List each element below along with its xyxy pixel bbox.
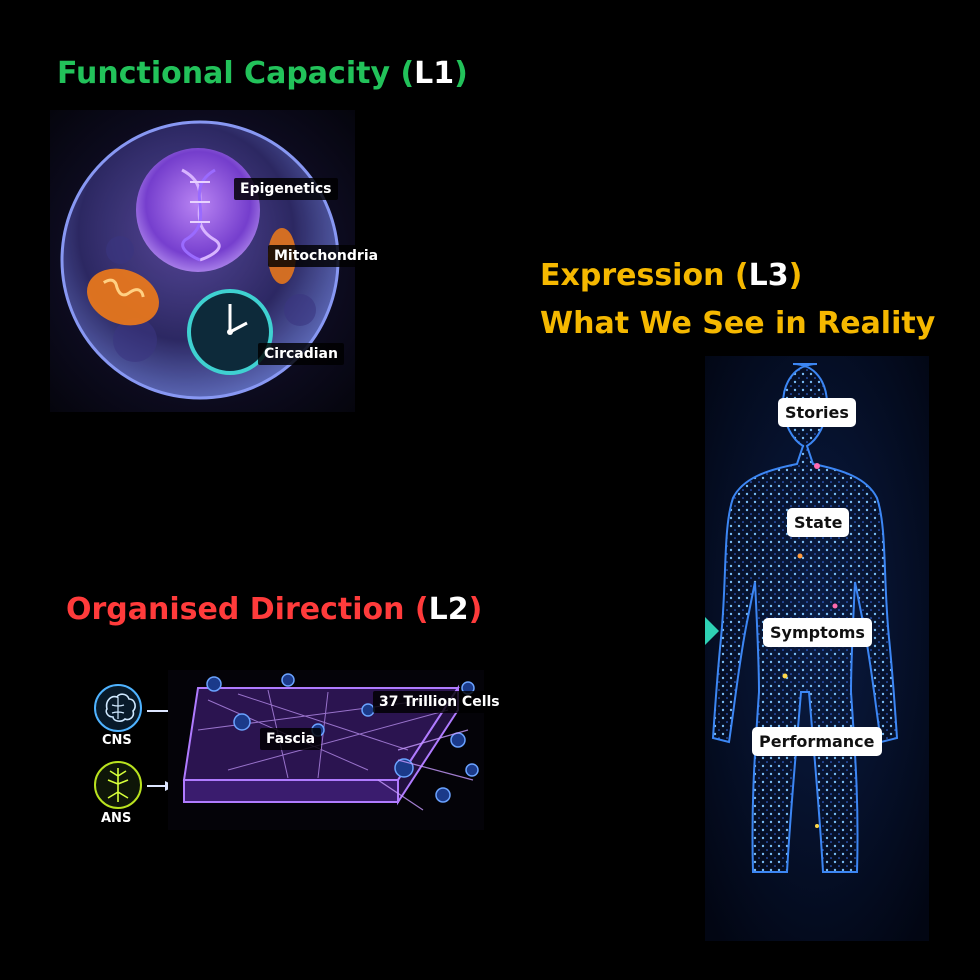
arrow-icon bbox=[705, 617, 719, 645]
label-fascia: Fascia bbox=[260, 728, 322, 750]
brain-icon bbox=[94, 684, 142, 732]
nerve-icon bbox=[94, 761, 142, 809]
label-circadian: Circadian bbox=[258, 343, 344, 365]
clock-icon bbox=[187, 289, 273, 375]
label-state: State bbox=[787, 508, 850, 537]
l2-close: ) bbox=[468, 592, 483, 627]
l2-heading: Organised Direction (L2) bbox=[66, 592, 482, 627]
cells-cluster bbox=[206, 673, 479, 803]
l1-heading: Functional Capacity (L1) bbox=[57, 56, 468, 91]
label-performance: Performance bbox=[752, 727, 882, 756]
l3-subtitle: What We See in Reality bbox=[540, 306, 936, 341]
label-mitochondria: Mitochondria bbox=[268, 245, 385, 267]
l1-title: Functional Capacity ( bbox=[57, 56, 415, 91]
l3-level: L3 bbox=[748, 258, 789, 293]
l2-title: Organised Direction ( bbox=[66, 592, 429, 627]
l3-title: Expression ( bbox=[540, 258, 749, 293]
l3-close: ) bbox=[788, 258, 803, 293]
label-37-trillion-cells: 37 Trillion Cells bbox=[373, 691, 506, 713]
label-cns: CNS bbox=[102, 733, 132, 748]
l2-level: L2 bbox=[428, 592, 469, 627]
l3-heading: Expression (L3) bbox=[540, 258, 802, 293]
human-body-image bbox=[705, 356, 929, 941]
l1-level: L1 bbox=[414, 56, 455, 91]
label-ans: ANS bbox=[101, 811, 132, 826]
label-epigenetics: Epigenetics bbox=[234, 178, 338, 200]
l1-close: ) bbox=[454, 56, 468, 91]
dna-icon bbox=[181, 168, 221, 262]
label-symptoms: Symptoms bbox=[763, 618, 872, 647]
label-stories: Stories bbox=[778, 398, 856, 427]
